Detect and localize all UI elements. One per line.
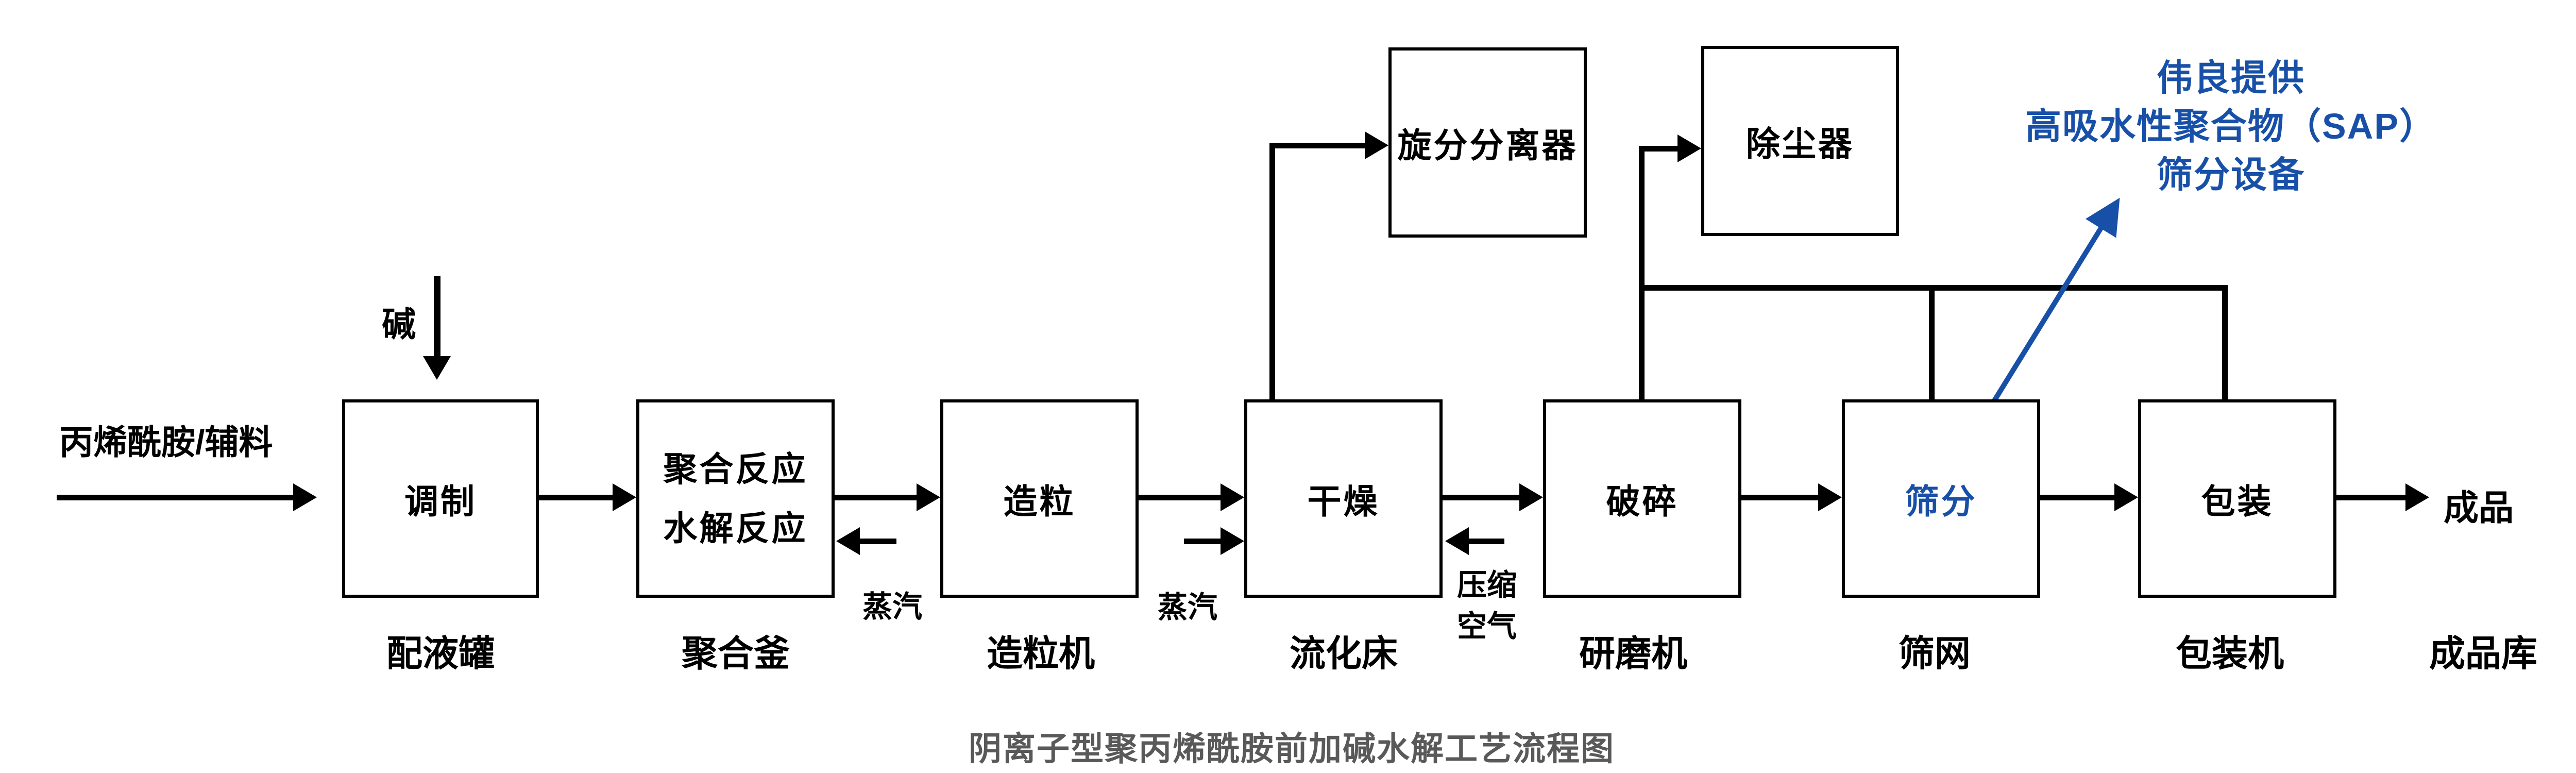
vendor-annotation-line1: 伟良提供 — [2157, 58, 2305, 98]
connector-crusher-to-dust-vertical — [1639, 146, 1645, 402]
arrow-steam-into-polymerizer — [836, 527, 896, 555]
process-box-blend: 调制 — [342, 399, 539, 598]
process-box-pack: 包装 — [2138, 399, 2336, 598]
process-box-dust-collector: 除尘器 — [1701, 46, 1899, 236]
equipment-label-grinder: 研磨机 — [1579, 633, 1687, 674]
process-box-sieve: 筛分 — [1842, 399, 2040, 598]
arrow-pack-to-product — [2336, 483, 2429, 511]
arrow-crush-to-sieve — [1741, 483, 1842, 511]
arrow-polymerize-to-granulate — [835, 483, 940, 511]
arrow-steam-into-dryer — [1184, 527, 1244, 555]
granulate-label: 造粒 — [1003, 482, 1076, 520]
equipment-label-blend-tank: 配液罐 — [386, 633, 495, 674]
equipment-label-fluidized-bed: 流化床 — [1290, 633, 1398, 674]
connector-drop-to-pack — [2222, 285, 2228, 402]
alkali-label: 碱 — [382, 305, 416, 343]
steam-label-dryer: 蒸汽 — [1157, 591, 1218, 624]
arrow-granulate-to-dry — [1139, 483, 1244, 511]
arrow-feed-to-blend — [57, 483, 317, 511]
dust-collector-label: 除尘器 — [1746, 124, 1854, 163]
dry-label: 干燥 — [1307, 482, 1380, 520]
arrow-compressed-air-into-dryer — [1445, 527, 1504, 555]
arrow-dry-to-crush — [1443, 483, 1543, 511]
process-box-dry: 干燥 — [1244, 399, 1443, 598]
arrow-sieve-to-pack — [2040, 483, 2138, 511]
polymerize-label: 聚合反应 水解反应 — [663, 449, 808, 547]
cyclone-label: 旋分分离器 — [1397, 126, 1578, 164]
sieve-label: 筛分 — [1905, 482, 1977, 520]
vendor-annotation-line3: 筛分设备 — [2157, 155, 2305, 195]
arrow-alkali-into-blend — [423, 276, 451, 380]
arrow-into-cyclone — [1270, 131, 1388, 159]
equipment-label-packer: 包装机 — [2176, 633, 2284, 674]
process-box-crush: 破碎 — [1543, 399, 1741, 598]
arrow-blend-to-polymerize — [539, 483, 636, 511]
product-label: 成品 — [2444, 489, 2514, 528]
process-box-granulate: 造粒 — [940, 399, 1139, 598]
connector-dryer-to-cyclone-vertical — [1269, 143, 1275, 402]
process-box-cyclone: 旋分分离器 — [1388, 47, 1587, 238]
arrow-into-dust-collector — [1639, 135, 1701, 162]
vendor-annotation: 伟良提供 高吸水性聚合物（SAP） 筛分设备 — [1999, 54, 2463, 199]
equipment-label-warehouse: 成品库 — [2429, 633, 2537, 674]
process-box-polymerize: 聚合反应 水解反应 — [636, 399, 835, 598]
equipment-label-polymerizer: 聚合釜 — [682, 633, 790, 674]
vendor-annotation-line2: 高吸水性聚合物（SAP） — [2025, 106, 2436, 146]
steam-label-polymerizer: 蒸汽 — [862, 590, 923, 624]
diagram-title: 阴离子型聚丙烯酰胺前加碱水解工艺流程图 — [969, 730, 1615, 767]
equipment-label-screen: 筛网 — [1899, 633, 1971, 674]
blend-label: 调制 — [404, 482, 477, 520]
feed-label: 丙烯酰胺/辅料 — [59, 423, 273, 461]
pack-label: 包装 — [2201, 482, 2274, 520]
crush-label: 破碎 — [1606, 482, 1679, 520]
compressed-air-label: 压缩 空气 — [1456, 568, 1517, 643]
equipment-label-granulator: 造粒机 — [987, 633, 1095, 674]
connector-drop-to-sieve — [1929, 285, 1935, 402]
